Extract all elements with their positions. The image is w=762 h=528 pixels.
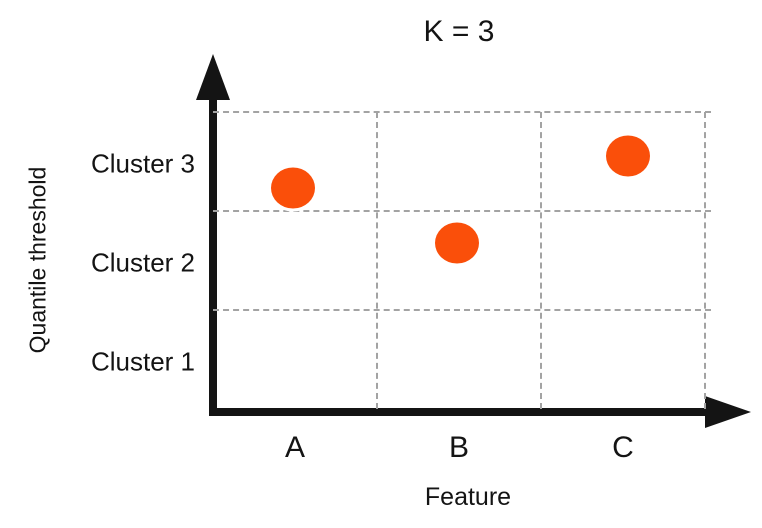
grid-line-vertical bbox=[704, 112, 706, 409]
y-tick-label-cluster-1: Cluster 1 bbox=[90, 346, 195, 376]
data-point-a bbox=[271, 167, 316, 209]
y-tick-label-cluster-2: Cluster 2 bbox=[90, 247, 195, 277]
x-axis-arrow-right-icon bbox=[705, 396, 751, 428]
chart-title: K = 3 bbox=[423, 15, 495, 48]
grid-line-vertical bbox=[540, 112, 542, 409]
x-tick-label-a: A bbox=[284, 431, 306, 464]
x-tick-label-b: B bbox=[448, 431, 470, 464]
x-axis-label: Feature bbox=[424, 483, 512, 511]
x-tick-label-c: C bbox=[612, 431, 634, 464]
y-axis-label: Quantile threshold bbox=[24, 166, 51, 354]
grid-line-horizontal bbox=[213, 210, 711, 212]
grid-line-vertical bbox=[376, 112, 378, 409]
data-point-b bbox=[435, 222, 480, 264]
y-axis-line bbox=[209, 90, 217, 416]
grid-line-horizontal bbox=[213, 309, 711, 311]
y-tick-label-cluster-3: Cluster 3 bbox=[90, 148, 195, 178]
x-axis-line bbox=[209, 408, 707, 416]
data-point-c bbox=[605, 135, 650, 177]
grid-line-horizontal bbox=[213, 111, 711, 113]
